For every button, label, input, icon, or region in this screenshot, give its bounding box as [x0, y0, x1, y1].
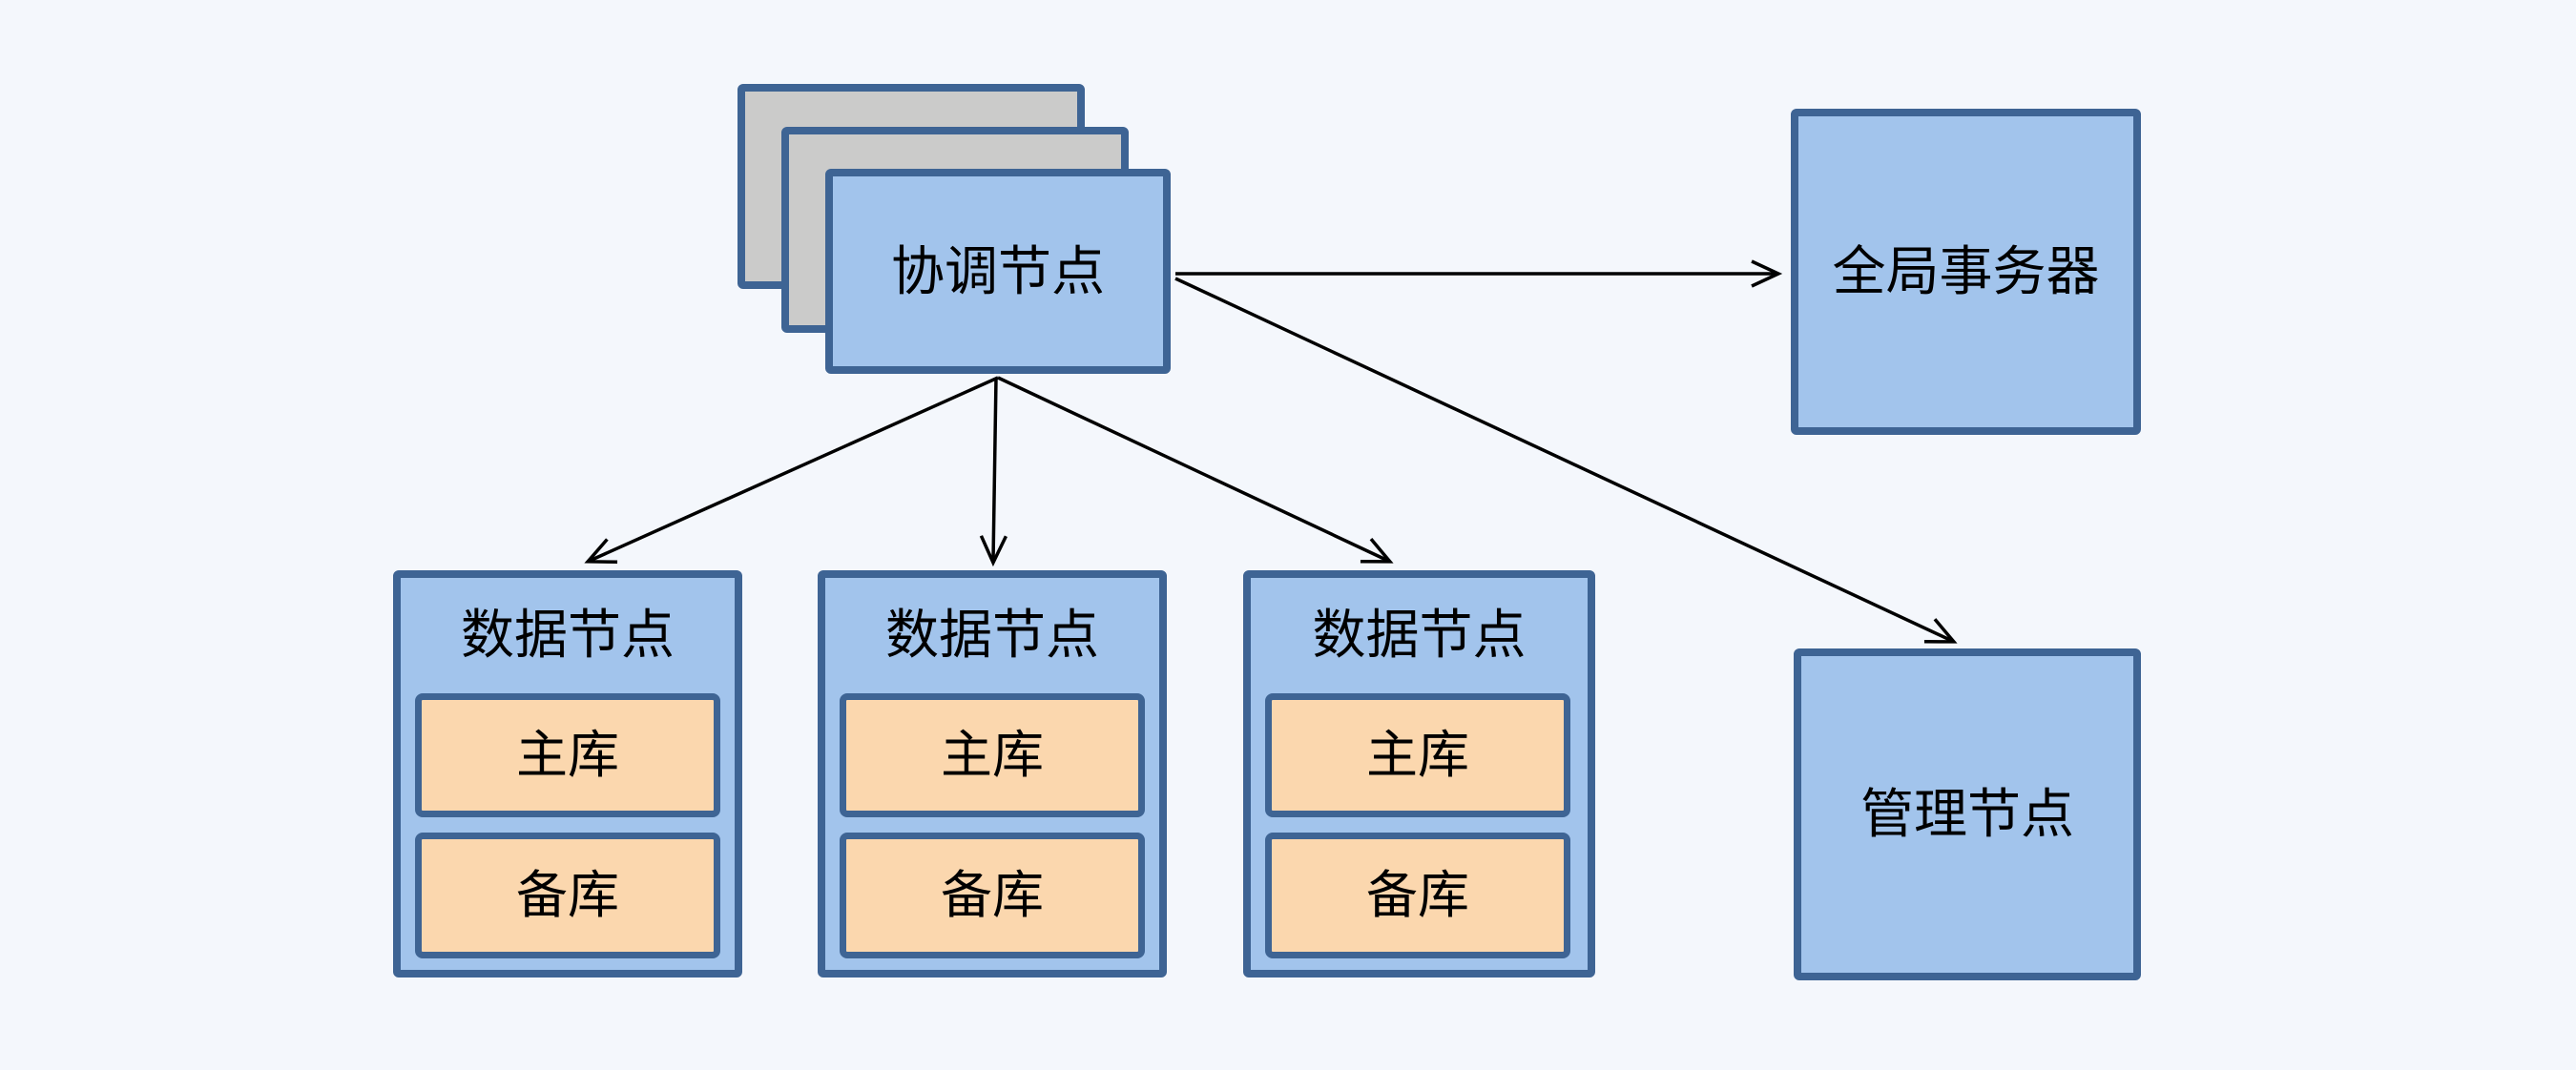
data-node-2-primary-db: 主库	[840, 693, 1145, 817]
data-node-2-title: 数据节点	[885, 605, 1099, 665]
coordinator-node: 协调节点	[825, 169, 1171, 374]
management-node-label: 管理节点	[1860, 784, 2074, 844]
data-node-3: 数据节点 主库 备库	[1243, 570, 1595, 977]
global-transaction-manager-node: 全局事务器	[1791, 109, 2141, 435]
data-node-3-title: 数据节点	[1312, 605, 1527, 665]
data-node-2-standby-db: 备库	[840, 833, 1145, 958]
data-node-1-title: 数据节点	[461, 605, 675, 665]
data-node-3-primary-db: 主库	[1265, 693, 1570, 817]
data-node-1-standby-db: 备库	[415, 833, 720, 958]
data-node-2: 数据节点 主库 备库	[818, 570, 1167, 977]
global-transaction-manager-label: 全局事务器	[1832, 241, 2100, 301]
coordinator-node-label: 协调节点	[891, 240, 1105, 301]
arrow-coordinator-to-datanode-1-icon	[584, 376, 999, 564]
arrow-coordinator-to-datanode-2-icon	[979, 377, 1008, 567]
data-node-3-standby-db: 备库	[1265, 833, 1570, 958]
data-node-1-primary-db: 主库	[415, 693, 720, 817]
management-node: 管理节点	[1794, 648, 2141, 980]
arrow-coordinator-to-datanode-3-icon	[997, 376, 1394, 564]
data-node-1: 数据节点 主库 备库	[393, 570, 742, 977]
